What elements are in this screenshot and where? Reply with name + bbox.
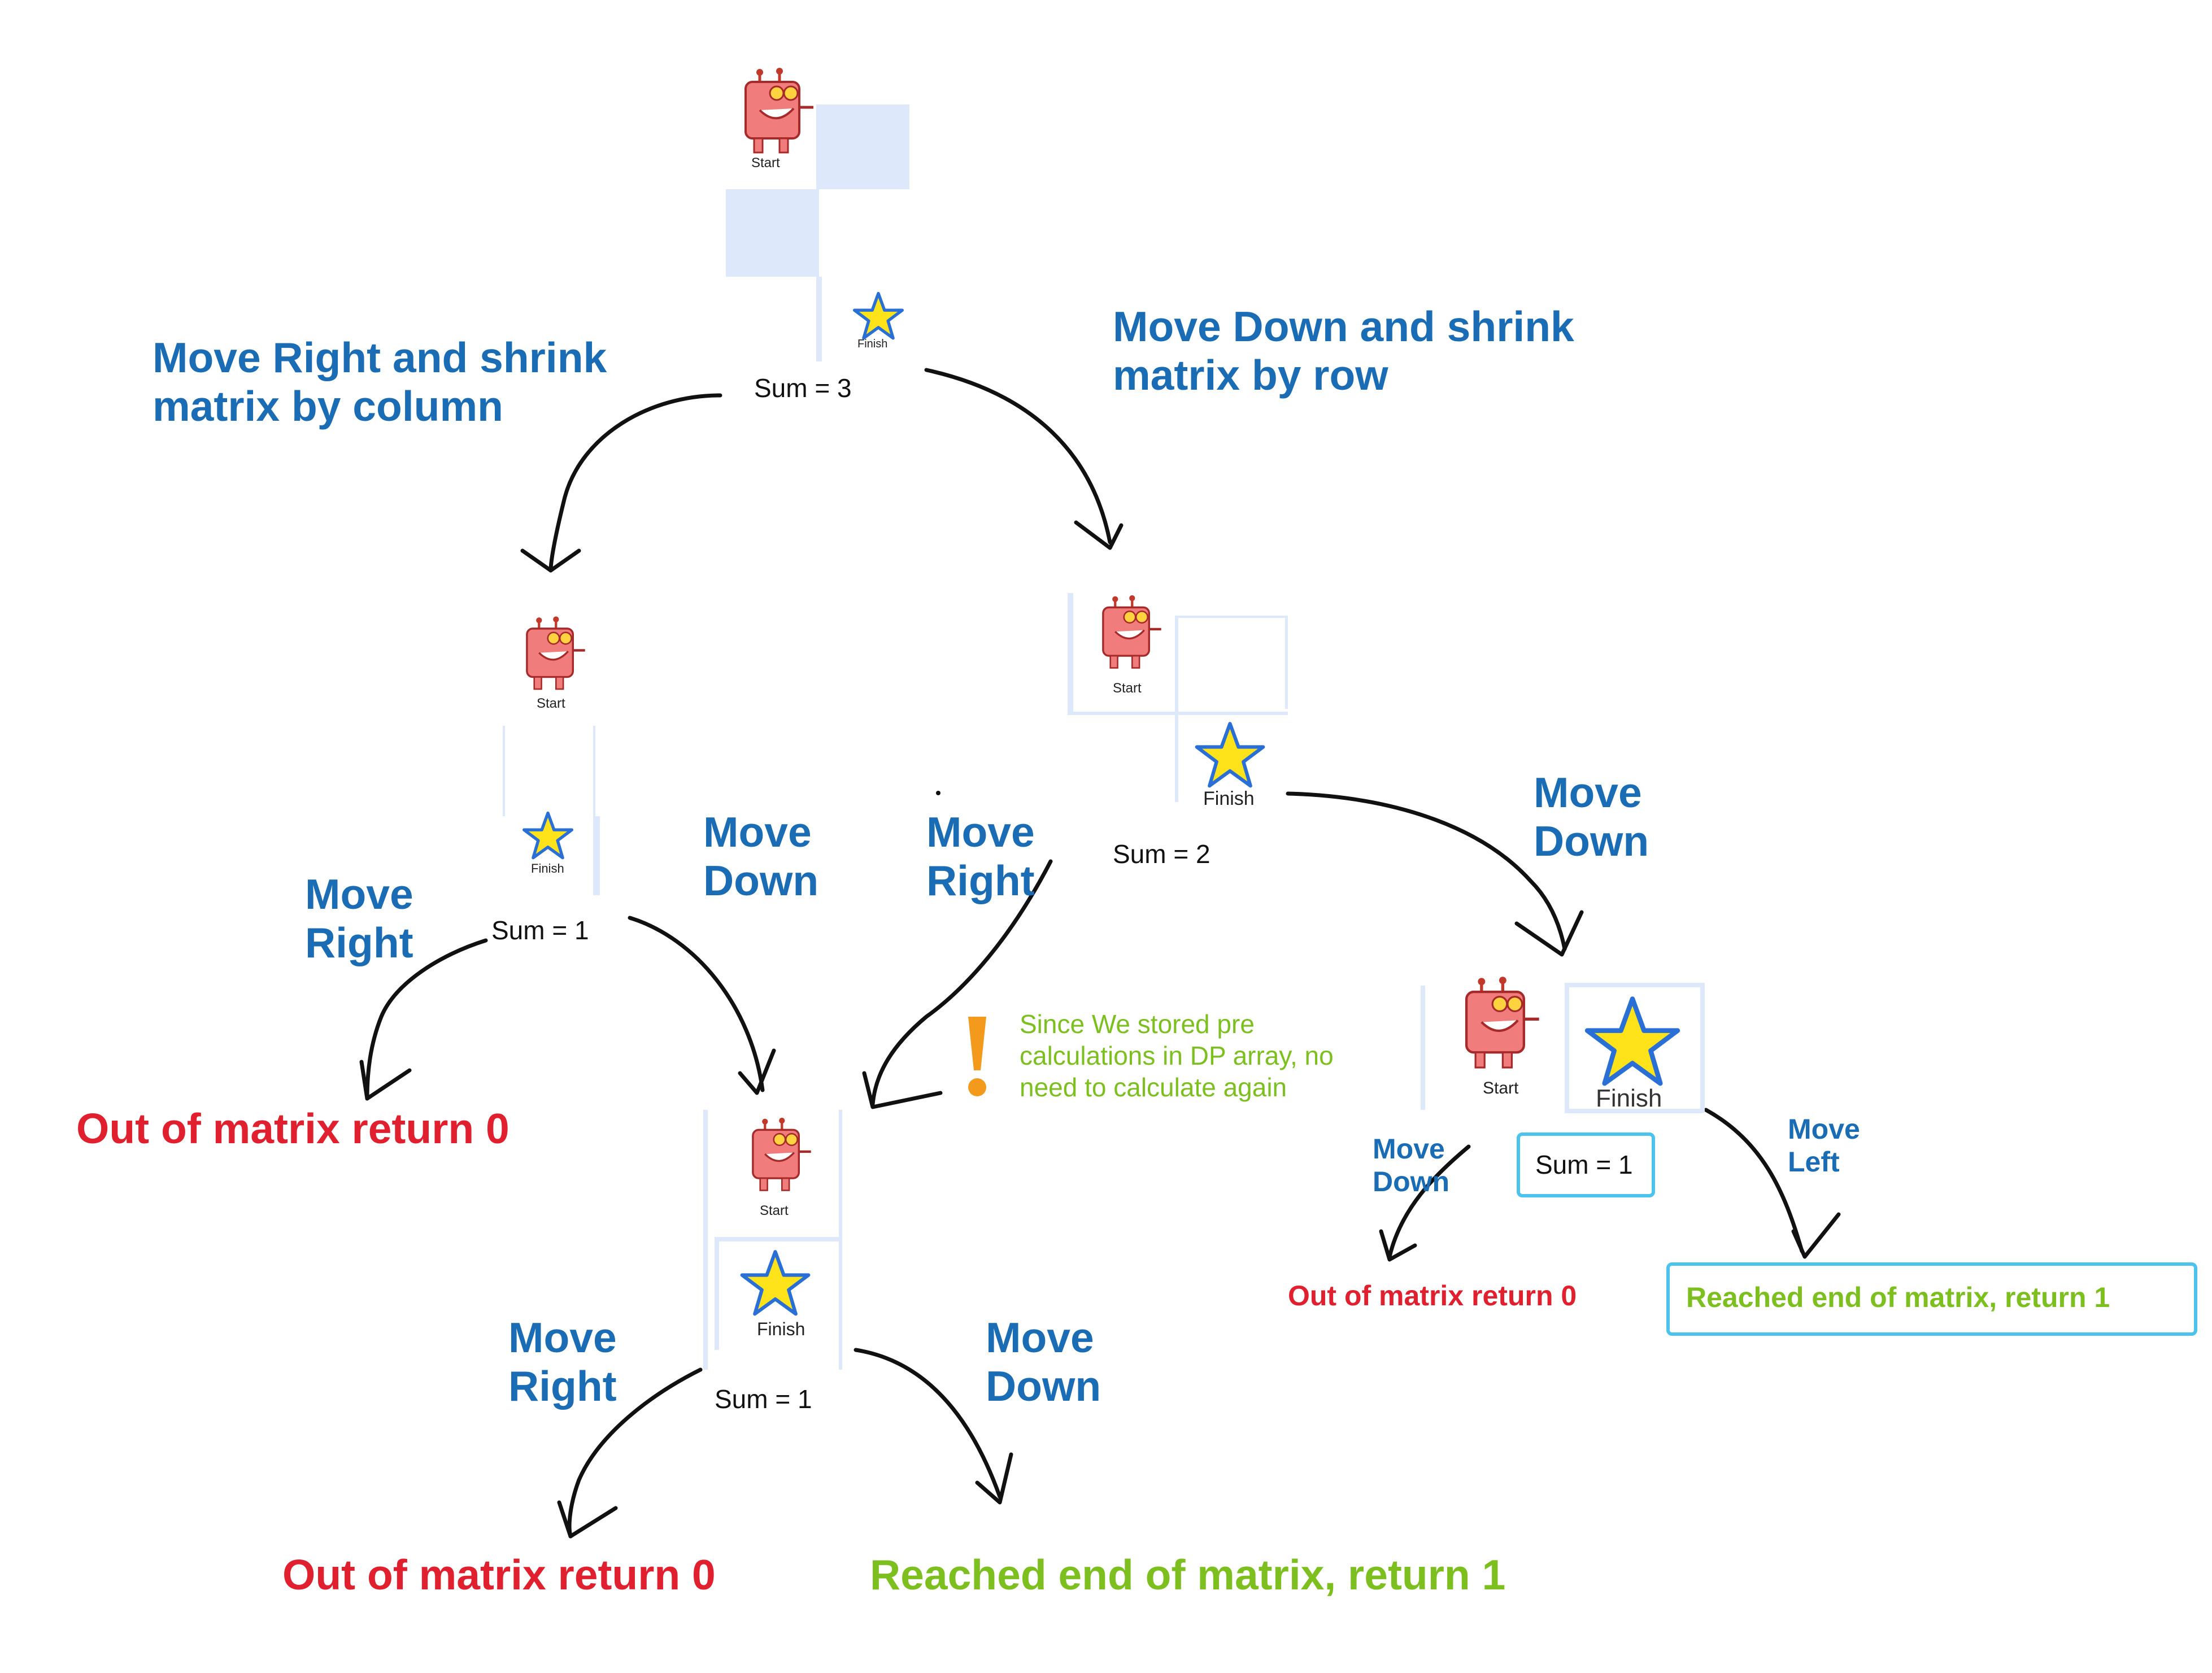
dot-mark bbox=[936, 791, 940, 795]
farright-end-box bbox=[1666, 1262, 2197, 1336]
root-right-edge-label: Move Down and shrink matrix by row bbox=[1113, 303, 1574, 399]
left-matrix: Start Finish bbox=[503, 610, 604, 895]
arrow-bottom-to-end bbox=[854, 1348, 1002, 1499]
bottom-move-down-label: Move Down bbox=[986, 1314, 1101, 1410]
finish-label: Finish bbox=[1203, 788, 1255, 809]
bottom-out-text: Out of matrix return 0 bbox=[282, 1551, 716, 1598]
star-icon bbox=[1584, 996, 1680, 1086]
start-label: Start bbox=[751, 155, 780, 171]
start-label: Start bbox=[1113, 681, 1142, 696]
arrow-right-to-farright bbox=[1286, 791, 1567, 951]
arrow-left-to-bottom bbox=[628, 916, 765, 1092]
bottom-move-right-label: Move Right bbox=[508, 1314, 617, 1410]
finish-label: Finish bbox=[757, 1319, 805, 1339]
farright-sum: Sum = 1 bbox=[1535, 1150, 1633, 1179]
arrow-farright-to-end bbox=[1704, 1108, 1804, 1253]
farright-move-down-label: Move Down bbox=[1373, 1133, 1450, 1197]
star-icon bbox=[740, 1250, 811, 1316]
farright-move-left-label: Move Left bbox=[1788, 1113, 1860, 1178]
right-matrix: Start Finish bbox=[1068, 593, 1288, 819]
arrow-root-to-right bbox=[924, 368, 1112, 544]
star-icon bbox=[853, 291, 904, 340]
dp-note: Since We stored pre calculations in DP a… bbox=[1020, 1009, 1334, 1102]
left-sum: Sum = 1 bbox=[491, 916, 589, 945]
bottom-matrix: Start Finish bbox=[703, 1110, 844, 1370]
arrow-bottom-to-out bbox=[567, 1367, 703, 1539]
right-move-down-label: Move Down bbox=[1534, 769, 1649, 865]
warning-icon bbox=[968, 1017, 986, 1096]
root-left-edge-label: Move Right and shrink matrix by column bbox=[153, 334, 607, 430]
farright-out-text: Out of matrix return 0 bbox=[1288, 1280, 1577, 1312]
arrow-farright-to-out bbox=[1387, 1144, 1471, 1259]
root-matrix: Start Finish bbox=[726, 68, 912, 361]
robot-icon bbox=[1465, 977, 1539, 1069]
bottom-end-text: Reached end of matrix, return 1 bbox=[870, 1551, 1506, 1598]
start-label: Start bbox=[537, 696, 565, 711]
farright-matrix: Start Finish bbox=[1421, 974, 1705, 1116]
arrow-right-to-bottom bbox=[870, 859, 1053, 1106]
star-icon bbox=[1195, 722, 1265, 788]
robot-icon bbox=[752, 1117, 811, 1191]
robot-icon bbox=[1102, 595, 1161, 669]
start-label: Start bbox=[1483, 1079, 1519, 1097]
bottom-sum: Sum = 1 bbox=[715, 1384, 812, 1414]
finish-label: Finish bbox=[857, 338, 888, 350]
farright-sum-box bbox=[1517, 1132, 1655, 1197]
right-sum: Sum = 2 bbox=[1113, 839, 1210, 869]
left-out-text: Out of matrix return 0 bbox=[76, 1105, 510, 1152]
robot-icon bbox=[744, 68, 813, 154]
farright-end-text: Reached end of matrix, return 1 bbox=[1686, 1282, 2110, 1313]
right-move-right-label: Move Right bbox=[926, 808, 1035, 904]
arrow-root-to-left bbox=[548, 393, 722, 573]
left-move-down-label: Move Down bbox=[703, 808, 819, 904]
finish-label: Finish bbox=[531, 861, 564, 875]
star-icon bbox=[522, 811, 573, 860]
start-label: Start bbox=[760, 1203, 789, 1218]
finish-label: Finish bbox=[1596, 1084, 1662, 1112]
arrow-left-to-out bbox=[365, 938, 488, 1101]
root-sum: Sum = 3 bbox=[754, 373, 852, 403]
left-move-right-label: Move Right bbox=[305, 870, 413, 966]
robot-icon bbox=[526, 616, 585, 690]
